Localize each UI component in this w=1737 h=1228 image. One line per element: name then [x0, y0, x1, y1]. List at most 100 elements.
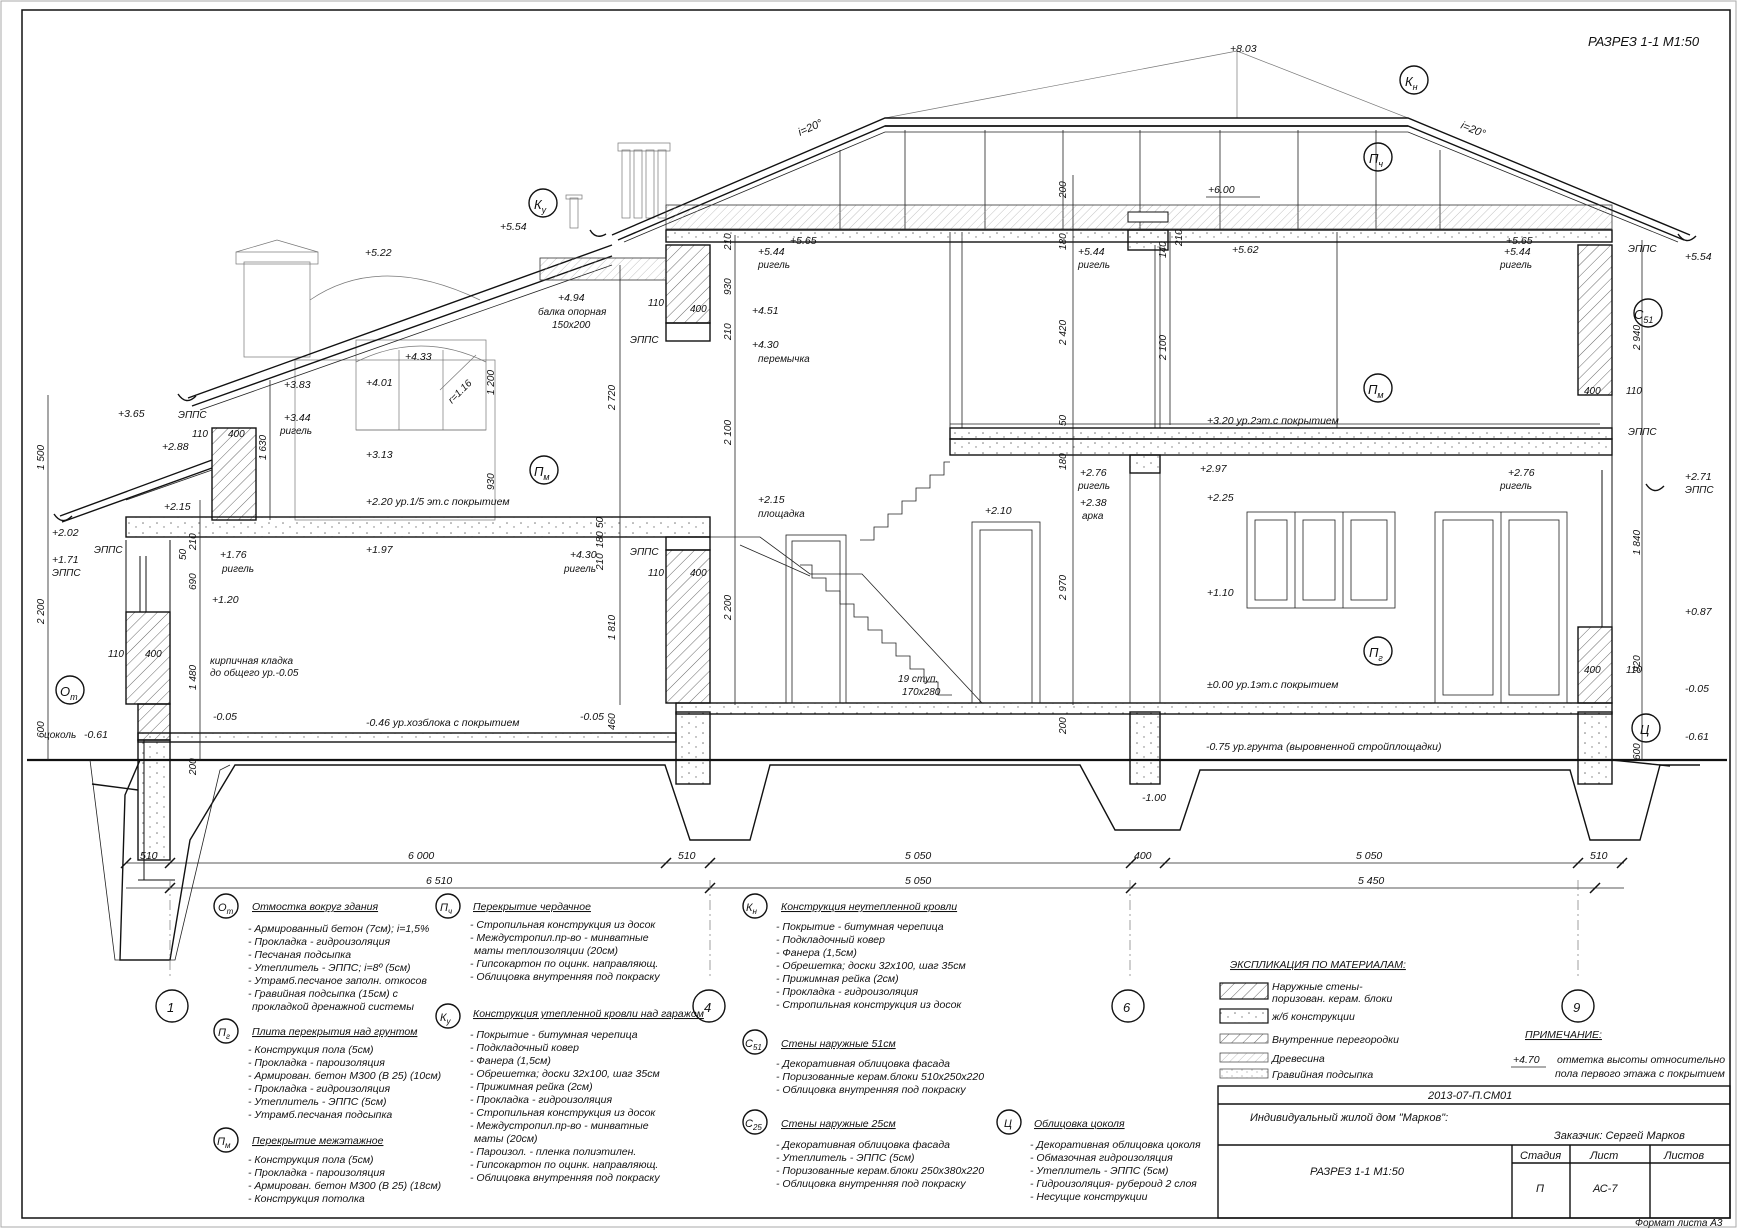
svg-text:+6.00: +6.00 [1208, 184, 1235, 196]
svg-text:+2.20 ур.1/5 эт.с покрытием: +2.20 ур.1/5 эт.с покрытием [366, 496, 510, 508]
svg-text:- Утеплитель - ЭППС (5см): - Утеплитель - ЭППС (5см) [248, 1096, 387, 1108]
svg-text:+5.65: +5.65 [790, 235, 817, 247]
svg-text:ПРИМЕЧАНИЕ:: ПРИМЕЧАНИЕ: [1525, 1029, 1602, 1041]
svg-text:ЭППС: ЭППС [1628, 244, 1657, 255]
svg-text:Кн: Кн [746, 902, 757, 916]
svg-text:510: 510 [678, 850, 696, 862]
svg-text:ЭППС: ЭППС [52, 568, 81, 579]
svg-text:600: 600 [36, 721, 47, 738]
svg-text:200: 200 [1058, 181, 1069, 199]
svg-text:+1.71: +1.71 [52, 554, 79, 566]
svg-text:+2.38: +2.38 [1080, 497, 1107, 509]
svg-text:200: 200 [188, 758, 199, 776]
svg-text:- Прокладка - пароизоляция: - Прокладка - пароизоляция [248, 1057, 385, 1069]
svg-text:поризован. керам. блоки: поризован. керам. блоки [1272, 993, 1393, 1005]
svg-text:- Несущие конструкции: - Несущие конструкции [1030, 1191, 1148, 1203]
svg-text:210: 210 [188, 533, 199, 551]
svg-text:- Облицовка внутренняя под пок: - Облицовка внутренняя под покраску [470, 971, 660, 983]
svg-text:- Конструкция пола (5см): - Конструкция пола (5см) [248, 1044, 374, 1056]
svg-text:-0.46 ур.хозблока с покрытием: -0.46 ур.хозблока с покрытием [366, 717, 519, 729]
svg-text:+2.10: +2.10 [985, 505, 1012, 517]
svg-text:- Обрешетка; доски 32х100, шаг: - Обрешетка; доски 32х100, шаг 35см [776, 960, 966, 972]
wall-garage-pier [211, 427, 257, 521]
svg-text:площадка: площадка [758, 509, 805, 520]
svg-text:- Стропильная конструкция из д: - Стропильная конструкция из досок [470, 1107, 656, 1119]
svg-text:2 100: 2 100 [1158, 335, 1169, 361]
svg-text:+3.20 ур.2эт.с покрытием: +3.20 ур.2эт.с покрытием [1207, 415, 1339, 427]
svg-text:Пм: Пм [217, 1136, 231, 1150]
svg-text:Древесина: Древесина [1271, 1053, 1325, 1065]
mezzanine-slab [125, 516, 711, 538]
svg-text:Конструкция утепленной кровли: Конструкция утепленной кровли над гаражо… [473, 1008, 704, 1020]
svg-text:+3.13: +3.13 [366, 449, 393, 461]
svg-text:- Прижимная рейка (2см): - Прижимная рейка (2см) [470, 1081, 593, 1093]
svg-text:180: 180 [1058, 233, 1069, 250]
wall-axis-9-upper [1577, 244, 1613, 396]
svg-text:- Поризованные керам.блоки 250: - Поризованные керам.блоки 250х380х220 [776, 1165, 984, 1177]
svg-text:180: 180 [595, 531, 606, 548]
svg-text:- Декоративная облицовка фасад: - Декоративная облицовка фасада [776, 1139, 950, 1151]
svg-text:Пм: Пм [1368, 382, 1384, 400]
svg-text:пола первого этажа с покрытием: пола первого этажа с покрытием [1555, 1068, 1725, 1080]
svg-text:- Гравийная подсыпка (15см) с: - Гравийная подсыпка (15см) с [248, 988, 399, 1000]
svg-text:прокладкой дренажной системы: прокладкой дренажной системы [252, 1001, 414, 1013]
svg-text:400: 400 [690, 568, 707, 579]
svg-text:+5.54: +5.54 [500, 221, 527, 233]
svg-text:Стены наружные 25см: Стены наружные 25см [781, 1118, 896, 1130]
svg-text:Кн: Кн [1405, 74, 1418, 92]
svg-text:Перекрытие межэтажное: Перекрытие межэтажное [252, 1135, 384, 1147]
svg-text:Листов: Листов [1663, 1150, 1704, 1162]
svg-text:- Декоративная облицовка фасад: - Декоративная облицовка фасада [776, 1058, 950, 1070]
svg-text:110: 110 [1626, 386, 1642, 397]
svg-text:1 480: 1 480 [188, 665, 199, 690]
svg-text:-0.05: -0.05 [580, 711, 604, 723]
stamp-sheet-name: РАЗРЕЗ 1-1 М1:50 [1310, 1166, 1405, 1178]
svg-text:-1.00: -1.00 [1142, 792, 1166, 804]
foundation-axis-4 [675, 711, 711, 785]
svg-text:6 510: 6 510 [426, 875, 452, 887]
wall-axis-1-lower [125, 611, 171, 705]
svg-text:- Стропильная конструкция из д: - Стропильная конструкция из досок [470, 919, 656, 931]
svg-text:ригель: ригель [1077, 481, 1110, 492]
legend-Ku: Ку Конструкция утепленной кровли над гар… [435, 1003, 704, 1184]
walls [125, 232, 1613, 741]
svg-text:отметка высоты относительно: отметка высоты относительно [1557, 1054, 1725, 1066]
svg-text:Конструкция неутепленной кровл: Конструкция неутепленной кровли [781, 901, 957, 913]
stair [710, 461, 983, 704]
svg-text:690: 690 [188, 573, 199, 590]
foundation-axis-9 [1577, 711, 1613, 785]
svg-text:+5.65: +5.65 [1506, 235, 1533, 247]
svg-text:Ку: Ку [440, 1012, 451, 1026]
svg-text:- Декоративная облицовка цокол: - Декоративная облицовка цоколя [1030, 1139, 1201, 1151]
svg-text:- Утрамб.песчаная подсыпка: - Утрамб.песчаная подсыпка [248, 1109, 392, 1121]
svg-text:- Гипсокартон по оцинк. направ: - Гипсокартон по оцинк. направляющ. [470, 1159, 658, 1171]
dimension-chains [120, 857, 1628, 980]
svg-text:- Обмазочная гидроизоляция: - Обмазочная гидроизоляция [1030, 1152, 1173, 1164]
svg-text:110: 110 [648, 298, 664, 309]
stamp-stage: П [1536, 1183, 1544, 1195]
openings [785, 511, 1568, 704]
axis-1: 1 [167, 1000, 174, 1015]
svg-text:-0.05: -0.05 [213, 711, 237, 723]
svg-text:+1.10: +1.10 [1207, 587, 1234, 599]
svg-text:+1.76: +1.76 [220, 549, 247, 561]
stamp-code: 2013-07-П.СМ01 [1427, 1090, 1512, 1102]
svg-text:- Прокладка - пароизоляция: - Прокладка - пароизоляция [248, 1167, 385, 1179]
svg-text:- Утеплитель - ЭППС (5см): - Утеплитель - ЭППС (5см) [776, 1152, 915, 1164]
door-hall [971, 521, 1041, 704]
svg-text:- Прижимная рейка (2см): - Прижимная рейка (2см) [776, 973, 899, 985]
svg-text:Наружные стены-: Наружные стены- [1272, 981, 1363, 993]
svg-text:- Прокладка - гидроизоляция: - Прокладка - гидроизоляция [248, 936, 390, 948]
svg-text:5 050: 5 050 [905, 875, 931, 887]
svg-text:С51: С51 [1634, 307, 1653, 325]
sheet-format: Формат листа А3 [1635, 1218, 1723, 1228]
svg-text:+5.44: +5.44 [758, 246, 785, 258]
svg-text:+5.44: +5.44 [1504, 246, 1531, 258]
stamp-sheet-no: АС-7 [1592, 1183, 1618, 1195]
elevation-marks: +8.03 +6.00 +5.65 +5.65 +5.62 +5.54 +5.5… [44, 43, 1714, 804]
svg-text:-0.05: -0.05 [1685, 683, 1709, 695]
svg-text:+3.65: +3.65 [118, 408, 145, 420]
svg-text:ригель: ригель [1077, 260, 1110, 271]
svg-text:+4.70: +4.70 [1513, 1054, 1540, 1066]
svg-text:- Конструкция пола (5см): - Конструкция пола (5см) [248, 1154, 374, 1166]
